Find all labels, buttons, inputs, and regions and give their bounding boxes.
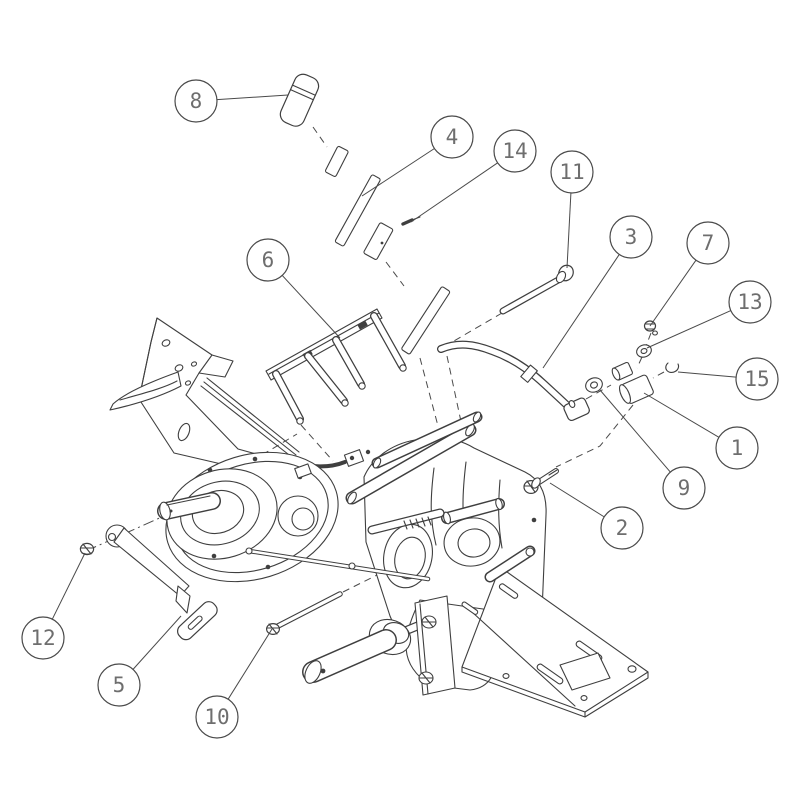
- shift-gate-bracket: [265, 308, 407, 425]
- curved-guard-blade: [109, 371, 182, 411]
- callout-11: 11: [550, 150, 594, 269]
- callout-number-10: 10: [204, 705, 229, 729]
- handle-grip: [279, 73, 320, 127]
- callout-leader-8: [216, 94, 289, 101]
- shift-rod: [324, 145, 451, 355]
- callout-14: 14: [410, 129, 537, 223]
- gearbox-left: [157, 449, 371, 583]
- bolt-2: [523, 468, 559, 495]
- callout-6: 6: [246, 238, 341, 339]
- bolt-7: [643, 320, 658, 336]
- callout-2: 2: [549, 482, 644, 550]
- plate-square-hole: [559, 652, 611, 691]
- bolt-11: [499, 264, 574, 315]
- callout-leader-4: [361, 148, 435, 197]
- callout-circle-2: [600, 506, 644, 550]
- callout-12: 12: [21, 552, 86, 660]
- callout-circle-1: [715, 426, 759, 470]
- callout-number-6: 6: [262, 248, 275, 272]
- callout-leader-13: [646, 310, 732, 349]
- callout-number-5: 5: [113, 673, 126, 697]
- callout-circle-4: [430, 115, 474, 159]
- callout-1: 1: [643, 392, 759, 470]
- callout-8: 8: [174, 79, 289, 123]
- bent-control-rod: [437, 340, 590, 422]
- callout-balloons: 8 4 14 11 3 7 13 15 1 9 2 6 12 5 10: [21, 79, 779, 739]
- callout-leader-1: [643, 392, 720, 438]
- callout-circle-12: [21, 616, 65, 660]
- spring-coil: [403, 516, 432, 530]
- callout-number-2: 2: [616, 516, 629, 540]
- retaining-ring-15: [665, 362, 680, 373]
- callout-circle-9: [662, 466, 706, 510]
- callout-15: 15: [677, 357, 779, 401]
- callout-circle-8: [174, 79, 218, 123]
- callout-5: 5: [97, 615, 182, 707]
- callout-number-8: 8: [190, 89, 203, 113]
- callout-leader-5: [132, 615, 182, 670]
- left-mount-bracket: [109, 317, 347, 474]
- callout-leader-7: [649, 259, 697, 327]
- pivot-hardware: [585, 320, 680, 404]
- callout-leader-11: [566, 192, 572, 269]
- callout-leader-10: [227, 628, 273, 700]
- callout-number-7: 7: [702, 231, 715, 255]
- callout-number-15: 15: [744, 367, 769, 391]
- callout-7: 7: [649, 221, 730, 327]
- callout-number-11: 11: [559, 160, 584, 184]
- callout-circle-14: [493, 129, 537, 173]
- callout-circle-5: [97, 663, 141, 707]
- callout-circle-10: [195, 695, 239, 739]
- nut-12: [79, 542, 95, 556]
- callout-leader-3: [542, 254, 620, 369]
- callout-leader-14: [410, 162, 498, 223]
- callout-circle-3: [609, 215, 653, 259]
- callout-circle-15: [735, 357, 779, 401]
- callout-circle-13: [728, 280, 772, 324]
- callout-leader-15: [677, 371, 737, 378]
- callout-circle-7: [686, 221, 730, 265]
- callout-number-9: 9: [678, 476, 691, 500]
- callout-4: 4: [361, 115, 474, 197]
- callout-circle-11: [550, 150, 594, 194]
- callout-leader-6: [281, 275, 341, 339]
- callout-circle-6: [246, 238, 290, 282]
- callout-leader-12: [51, 552, 86, 620]
- brake-lever: [105, 524, 218, 641]
- callout-9: 9: [599, 389, 706, 510]
- callout-number-1: 1: [731, 436, 744, 460]
- strip-bolt-2: [418, 671, 434, 685]
- washer-13: [636, 344, 652, 358]
- callout-number-4: 4: [446, 125, 459, 149]
- callout-number-12: 12: [30, 626, 55, 650]
- callout-number-13: 13: [737, 290, 762, 314]
- callout-number-14: 14: [502, 139, 527, 163]
- callout-10: 10: [195, 628, 273, 739]
- callout-leader-9: [599, 389, 671, 473]
- spacer-bushing-1: [611, 361, 654, 404]
- mounting-plate: [414, 545, 649, 718]
- bolt-10: [266, 591, 343, 635]
- callout-13: 13: [646, 280, 772, 349]
- strip-bolt-1: [421, 615, 437, 629]
- callout-number-3: 3: [625, 225, 638, 249]
- callout-leader-2: [549, 482, 605, 518]
- callout-3: 3: [542, 215, 653, 369]
- washer-9: [585, 377, 603, 393]
